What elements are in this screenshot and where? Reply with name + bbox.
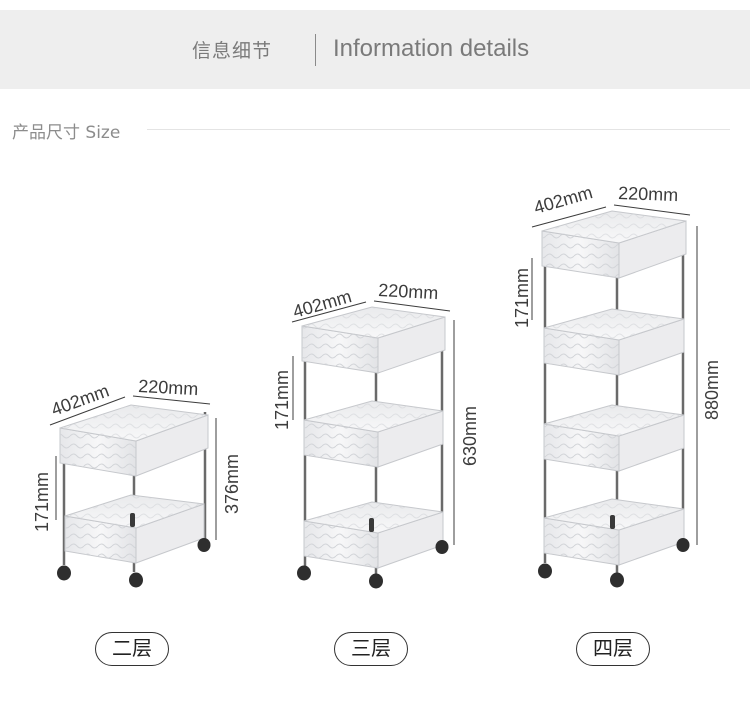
p1-tier-gap-label: 171mm (32, 472, 52, 532)
cart-two-tier (49, 395, 217, 588)
cart-four-tier (531, 204, 698, 588)
section-divider (147, 129, 730, 130)
p2-tier-gap-label: 171mm (272, 370, 292, 430)
p2-height-label: 630mm (460, 406, 480, 466)
header-title-en: Information details (333, 35, 530, 62)
section-title: 产品尺寸 Size (12, 123, 121, 143)
header-title-cn: 信息细节 (192, 40, 273, 62)
header-divider (315, 34, 316, 66)
tier-label-three: 三层 (334, 632, 408, 666)
cart-three-tier (291, 300, 455, 589)
header-banner (0, 10, 750, 89)
product-dimension-figure: 402mm 220mm 171mm 376mm 402mm 220mm 171m… (32, 182, 722, 589)
tier-label-four: 四层 (576, 632, 650, 666)
p1-width-label: 220mm (138, 376, 199, 399)
p2-width-label: 220mm (378, 280, 439, 303)
tier-label-two: 二层 (95, 632, 169, 666)
p3-tier-gap-label: 171mm (512, 268, 532, 328)
p1-height-label: 376mm (222, 454, 242, 514)
p3-height-label: 880mm (702, 360, 722, 420)
p3-width-label: 220mm (618, 183, 679, 205)
